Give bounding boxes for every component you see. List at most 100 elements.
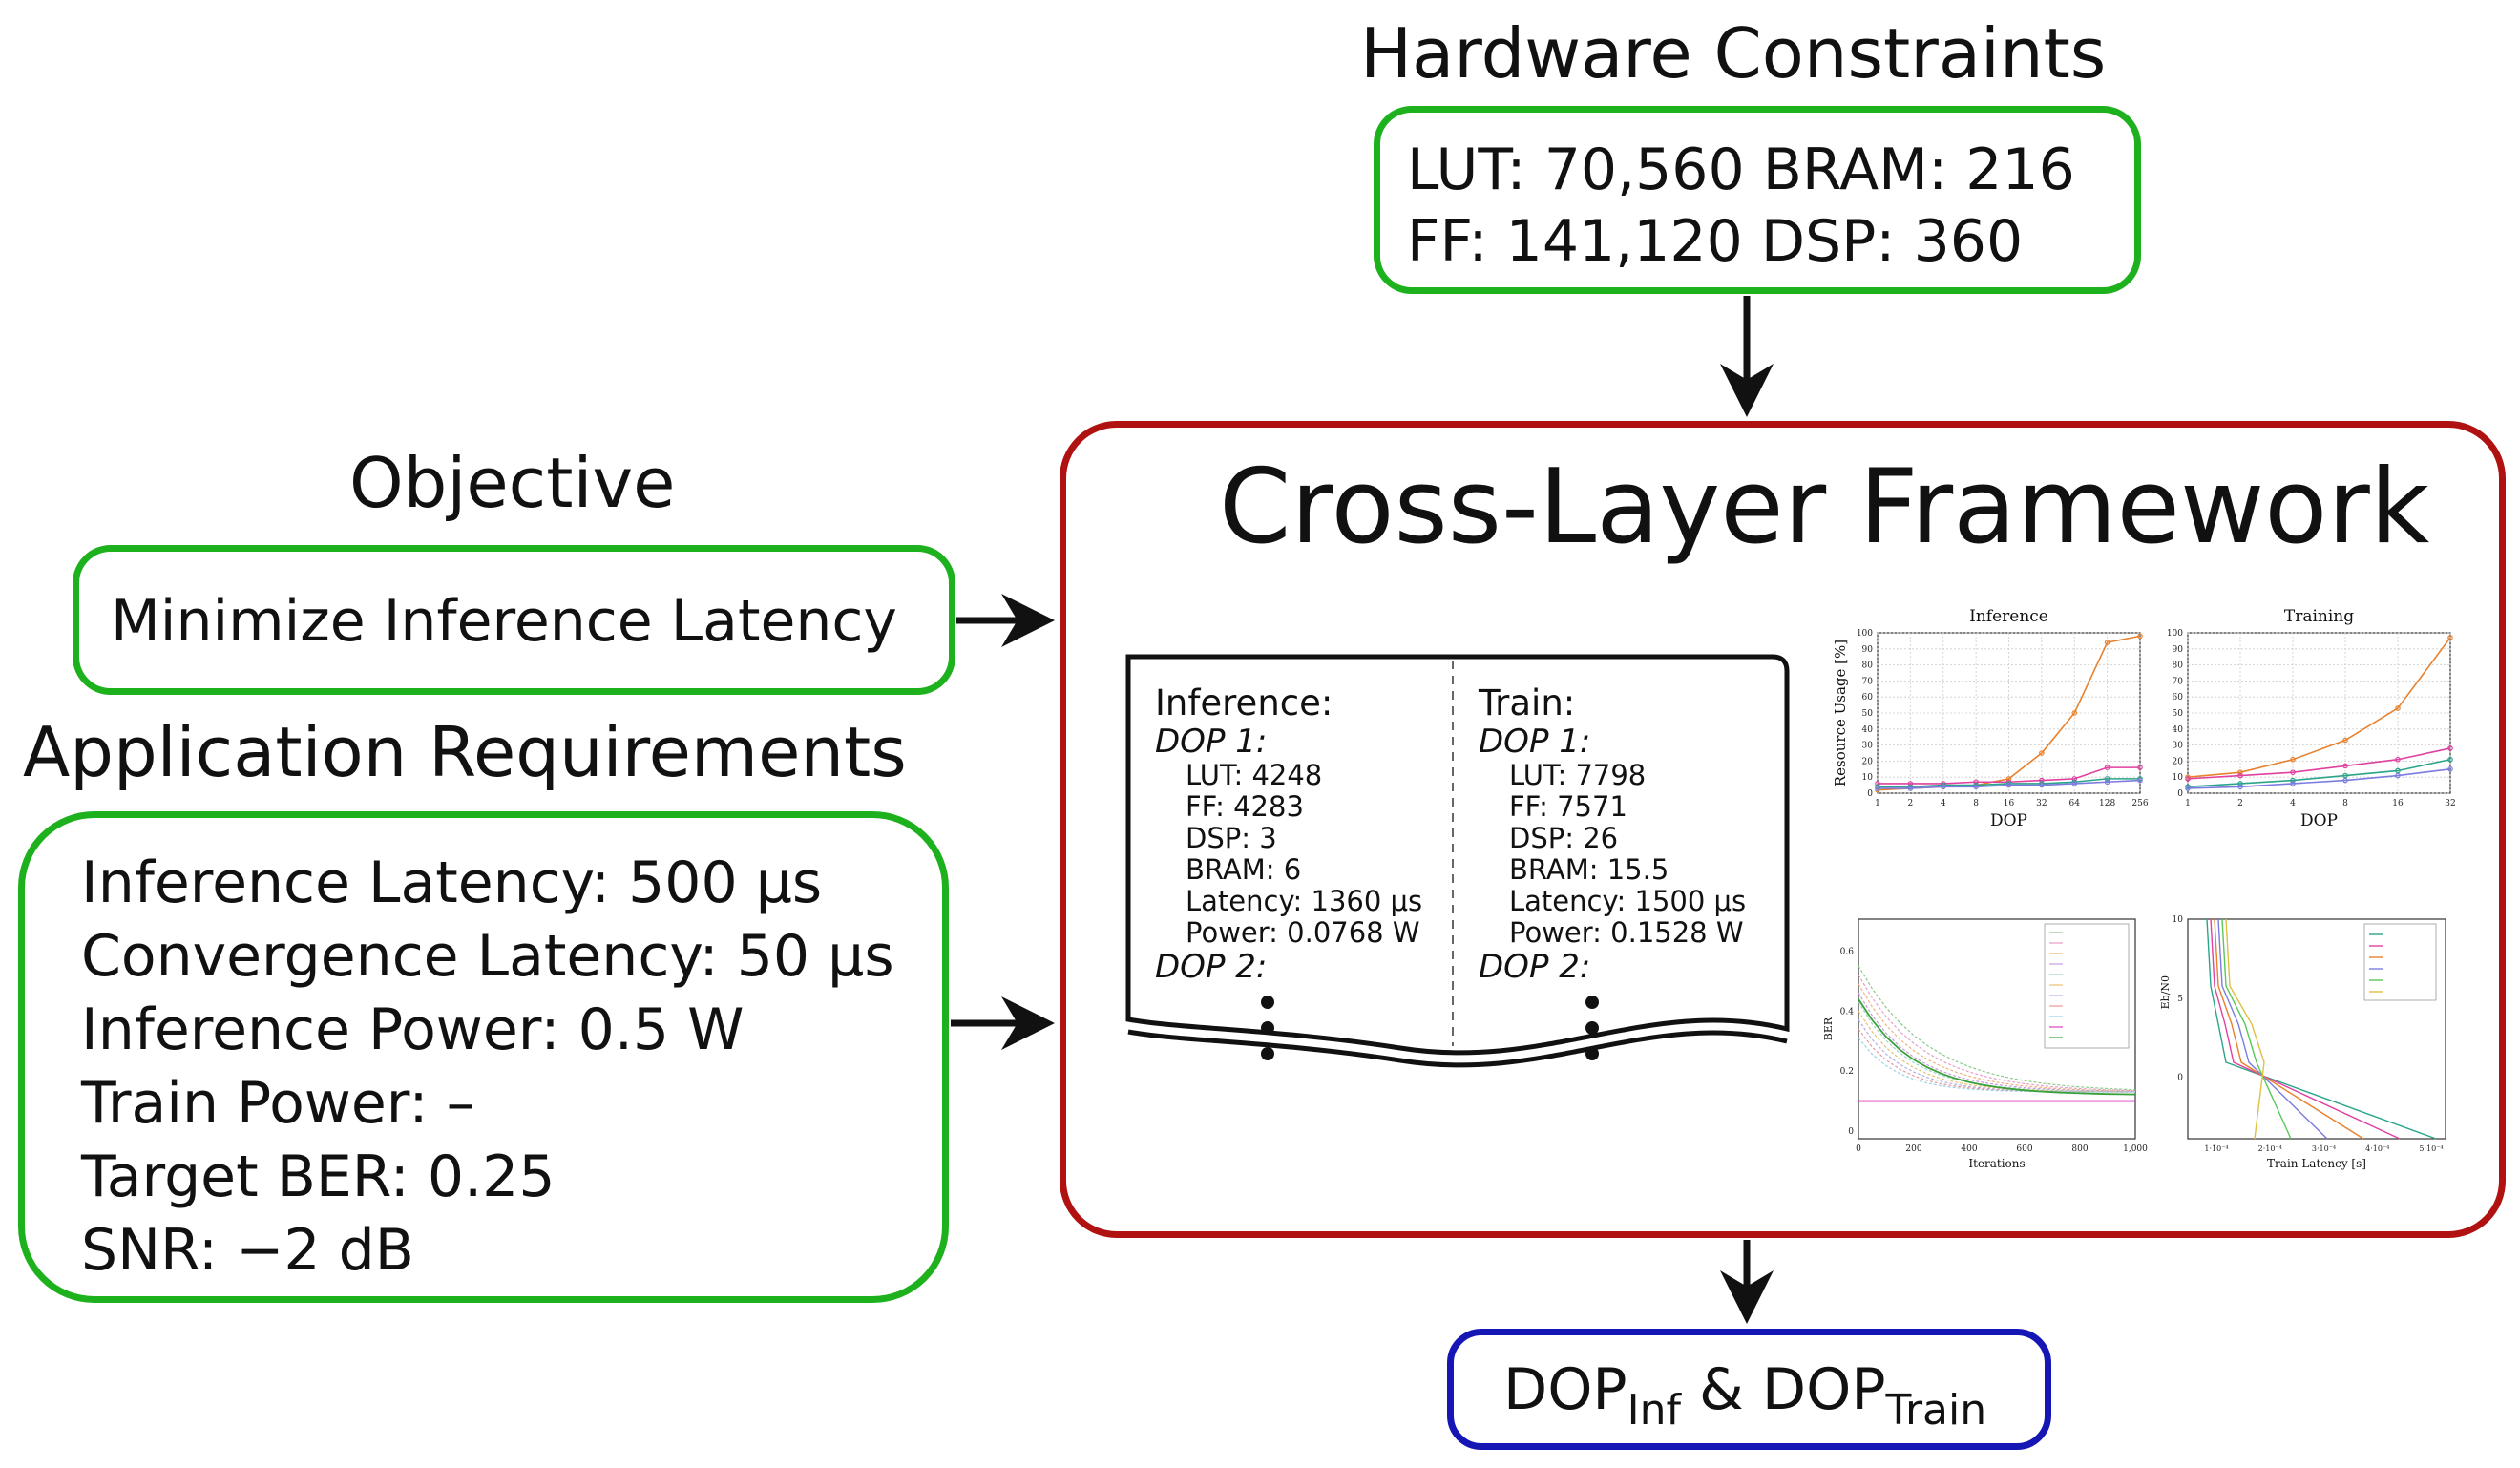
x-axis-label: Iterations — [1968, 1157, 2025, 1170]
y-tick-label: 50 — [1862, 709, 1874, 719]
y-tick-label: 10 — [2173, 773, 2184, 783]
data-point — [2342, 737, 2348, 744]
x-tick-label: 2 — [2237, 799, 2243, 808]
inference-dop2-label: DOP 2: — [1155, 948, 1268, 986]
hardware-constraints-heading: Hardware Constraints — [1360, 13, 2107, 94]
x-tick-label: 128 — [2099, 799, 2115, 808]
data-point — [2290, 769, 2296, 775]
y-tick-label: 0 — [2177, 1074, 2183, 1083]
cross-layer-framework-box: Cross-Layer Framework Inference: DOP 1: … — [1060, 421, 2506, 1238]
y-axis-label: Resource Usage [%] — [1832, 640, 1849, 786]
y-tick-label: 0.2 — [1840, 1067, 1854, 1077]
ber-curve — [1858, 975, 2136, 1092]
results-document-icon — [1125, 654, 1790, 1068]
y-tick-label: 0 — [1848, 1127, 1854, 1137]
data-point — [2290, 777, 2296, 784]
x-tick-label: 600 — [2016, 1144, 2032, 1154]
data-point — [1907, 786, 1914, 791]
data-point — [2237, 781, 2243, 786]
output-dop-label: DOPInf & DOPTrain — [1503, 1356, 1986, 1435]
application-requirements-heading: Application Requirements — [23, 712, 907, 792]
y-tick-label: 40 — [2173, 725, 2184, 735]
data-point — [2237, 769, 2243, 775]
data-point — [2395, 756, 2401, 763]
data-point — [2039, 782, 2045, 788]
data-point — [2342, 763, 2348, 769]
data-point — [1907, 781, 1914, 786]
inference-latency: Latency: 1360 μs — [1186, 885, 1423, 917]
data-point — [2137, 765, 2143, 770]
y-tick-label: 0 — [2177, 789, 2183, 799]
requirement-target-ber: Target BER: 0.25 — [81, 1143, 556, 1210]
y-tick-label: 50 — [2173, 709, 2184, 719]
train-power: Power: 0.1528 W — [1509, 916, 1744, 949]
train-latency: Latency: 1500 μs — [1509, 885, 1747, 917]
ebn0-curve — [2225, 918, 2265, 1140]
data-point — [2290, 781, 2296, 786]
x-axis-label: DOP — [1990, 811, 2027, 830]
requirement-convergence-latency: Convergence Latency: 50 μs — [81, 923, 894, 990]
y-tick-label: 80 — [2173, 661, 2184, 671]
y-tick-label: 0.4 — [1840, 1007, 1855, 1017]
data-point — [2039, 750, 2045, 756]
output-dop-train: DOPTrain — [1761, 1356, 1987, 1435]
y-tick-label: 10 — [2173, 915, 2184, 925]
x-tick-label: 4·10⁻⁴ — [2365, 1144, 2389, 1153]
data-point — [2237, 772, 2243, 779]
inference-results-heading: Inference: — [1155, 682, 1334, 724]
requirement-snr: SNR: −2 dB — [81, 1217, 414, 1284]
framework-title: Cross-Layer Framework — [1219, 448, 2430, 567]
data-point — [2104, 776, 2110, 782]
y-tick-label: 5 — [2177, 995, 2183, 1004]
y-tick-label: 10 — [1862, 773, 1874, 783]
average-ber-curve — [1858, 998, 2136, 1096]
x-tick-label: 32 — [2445, 799, 2455, 808]
x-tick-label: 16 — [2004, 799, 2015, 808]
y-tick-label: 20 — [1862, 757, 1874, 766]
train-results-heading: Train: — [1479, 682, 1576, 724]
train-dop2-label: DOP 2: — [1479, 948, 1591, 986]
data-point — [2395, 705, 2401, 711]
train-results-column: Train: DOP 1: LUT: 7798 FF: 7571 DSP: 26… — [1479, 682, 1747, 986]
x-axis-label: DOP — [2300, 811, 2338, 830]
data-point — [2447, 766, 2453, 772]
x-tick-label: 200 — [1905, 1144, 1922, 1154]
train-ff: FF: 7571 — [1509, 790, 1628, 823]
data-point — [2071, 781, 2078, 786]
output-dop-box: DOPInf & DOPTrain — [1447, 1329, 2051, 1450]
data-point — [2395, 767, 2401, 774]
x-tick-label: 2 — [1908, 799, 1914, 808]
x-tick-label: 256 — [2132, 799, 2148, 808]
series-line — [1878, 779, 2141, 789]
ber-curve — [1858, 993, 2136, 1093]
inference-power: Power: 0.0768 W — [1186, 916, 1420, 949]
objective-heading: Objective — [349, 443, 676, 523]
series-line — [2187, 637, 2451, 778]
ebn0-curve — [2221, 918, 2292, 1140]
x-tick-label: 800 — [2071, 1144, 2088, 1154]
x-tick-label: 1 — [1875, 799, 1880, 808]
data-point — [2395, 772, 2401, 779]
x-tick-label: 8 — [1973, 799, 1979, 808]
data-point — [1973, 779, 1979, 786]
data-point — [1875, 781, 1880, 786]
y-tick-label: 70 — [2173, 677, 2184, 686]
x-tick-label: 32 — [2036, 799, 2047, 808]
ebn0-curve — [2206, 918, 2437, 1140]
y-tick-label: 0 — [1867, 789, 1873, 799]
y-tick-label: 20 — [2173, 757, 2184, 766]
inference-ff: FF: 4283 — [1186, 790, 1304, 823]
y-axis-label: Eb/N0 — [2159, 975, 2172, 1009]
data-point — [2104, 779, 2110, 786]
y-tick-label: 100 — [2167, 629, 2183, 639]
requirement-train-power: Train Power: – — [81, 1070, 475, 1137]
series-line — [2187, 758, 2451, 788]
data-point — [2342, 772, 2348, 779]
data-point — [2447, 745, 2453, 751]
y-tick-label: 90 — [2173, 645, 2184, 655]
train-bram: BRAM: 15.5 — [1509, 853, 1670, 886]
y-tick-label: 90 — [1862, 645, 1874, 655]
